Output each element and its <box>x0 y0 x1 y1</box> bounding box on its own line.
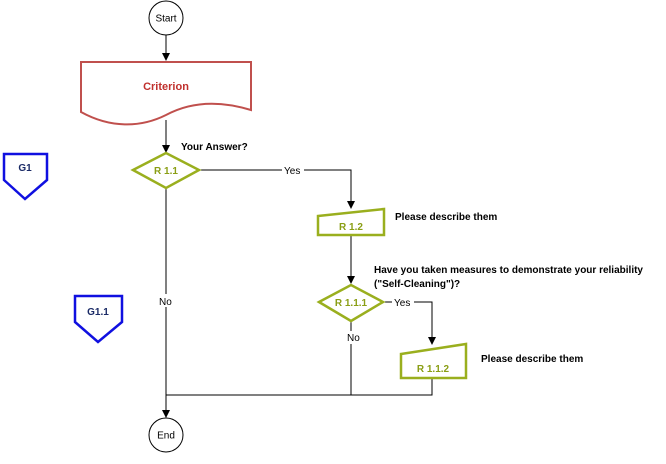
connector-g11-label: G1.1 <box>87 307 109 318</box>
decision-r11-label: R 1.1 <box>154 166 178 177</box>
input-r112[interactable]: R 1.1.2 <box>399 342 468 380</box>
start-node[interactable]: Start <box>148 0 184 36</box>
input-r112-label: R 1.1.2 <box>417 364 450 375</box>
input-r12[interactable]: R 1.2 <box>316 207 386 237</box>
edge-r11-yes <box>199 169 355 209</box>
criterion-label: Criterion <box>143 81 189 93</box>
decision-r11[interactable]: R 1.1 <box>130 151 202 190</box>
decision-r111-label: R 1.1.1 <box>335 298 368 309</box>
end-label: End <box>157 431 175 442</box>
connector-g1[interactable]: G1 <box>2 152 49 201</box>
edge-label-yes-1: Yes <box>284 166 300 177</box>
edge-label-yes-2: Yes <box>394 298 410 309</box>
edge-label-no-1: No <box>159 297 172 308</box>
label-question-line1: Have you taken measures to demonstrate y… <box>374 265 643 276</box>
start-label: Start <box>155 14 176 25</box>
edge-r112-end <box>351 378 433 396</box>
label-describe-1: Please describe them <box>395 212 497 223</box>
label-your-answer: Your Answer? <box>181 142 248 153</box>
input-r12-label: R 1.2 <box>339 222 363 233</box>
label-question-line2: ("Self-Cleaning")? <box>374 279 460 290</box>
end-node[interactable]: End <box>148 417 184 453</box>
criterion-node[interactable]: Criterion <box>80 61 252 126</box>
connector-g1-label: G1 <box>18 163 32 174</box>
edge-r111-no <box>166 322 352 396</box>
edge-label-no-2: No <box>347 333 360 344</box>
label-describe-2: Please describe them <box>481 354 583 365</box>
decision-r111[interactable]: R 1.1.1 <box>316 283 386 323</box>
connector-g11[interactable]: G1.1 <box>73 294 124 344</box>
